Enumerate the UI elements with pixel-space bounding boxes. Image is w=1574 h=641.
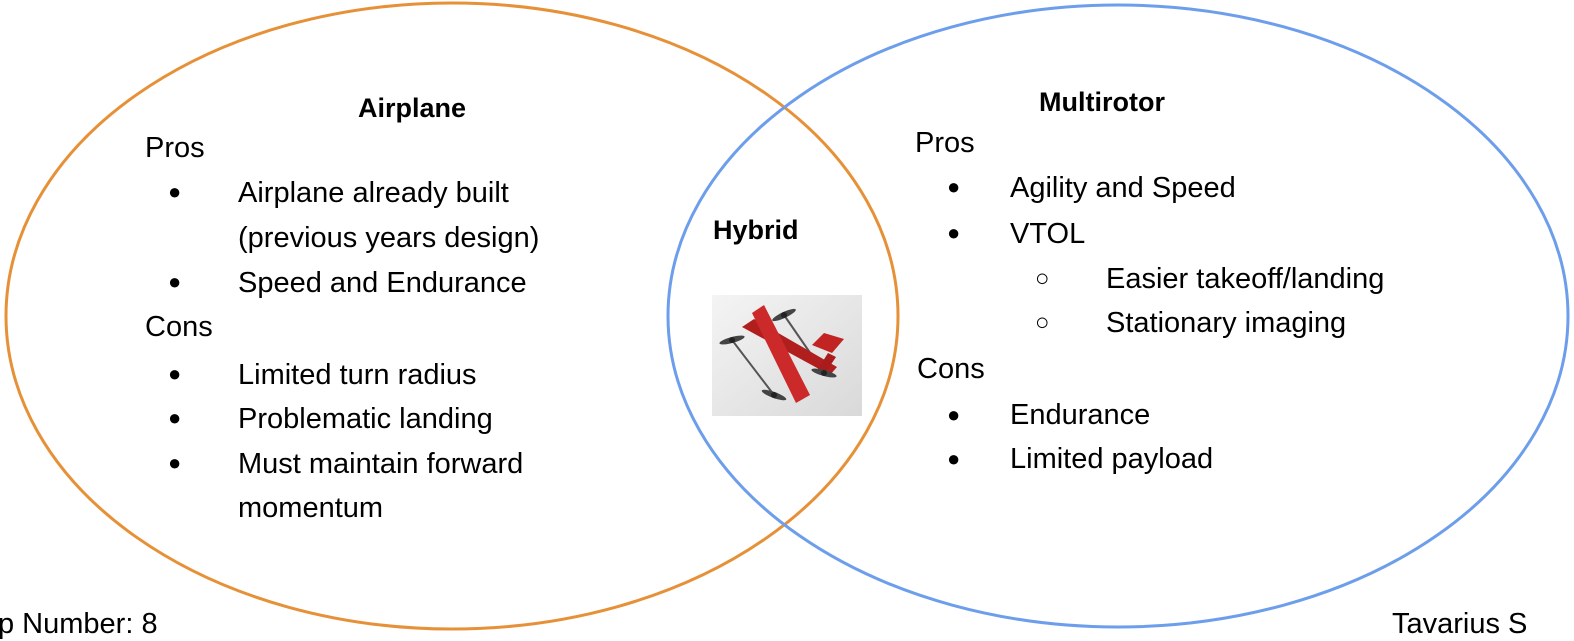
airplane-pros-label: Pros [145, 132, 205, 164]
vtol-sub-item: Stationary imaging [1106, 307, 1347, 339]
bullet-icon: ● [947, 446, 961, 471]
footer-author: Tavarius S [1392, 608, 1528, 640]
airplane-cons-label: Cons [145, 311, 213, 343]
airplane-con-item: Must maintain forward [238, 448, 524, 480]
sub-bullet-icon: ○ [1035, 265, 1050, 292]
airplane-title: Airplane [358, 93, 467, 123]
airplane-con-item: Limited turn radius [238, 359, 477, 391]
airplane-pro-item-continued: (previous years design) [238, 222, 540, 254]
multirotor-pro-item: VTOL [1010, 218, 1086, 250]
bullet-icon: ● [168, 179, 182, 204]
multirotor-pro-item: Agility and Speed [1010, 172, 1236, 204]
multirotor-cons-label: Cons [917, 353, 985, 385]
bullet-icon: ● [947, 402, 961, 427]
footer-group-number: p Number: 8 [0, 608, 158, 640]
bullet-icon: ● [947, 220, 961, 245]
airplane-con-item: Problematic landing [238, 403, 493, 435]
bullet-icon: ● [168, 450, 182, 475]
bullet-icon: ● [168, 405, 182, 430]
multirotor-circle [666, 3, 1570, 629]
multirotor-con-item: Endurance [1010, 399, 1151, 431]
multirotor-title: Multirotor [1039, 87, 1165, 117]
multirotor-con-item: Limited payload [1010, 443, 1214, 475]
hybrid-vtol-plane-icon [712, 295, 862, 416]
multirotor-pros-label: Pros [915, 127, 975, 159]
hybrid-title: Hybrid [713, 215, 799, 245]
airplane-con-item-continued: momentum [238, 492, 384, 524]
bullet-icon: ● [947, 174, 961, 199]
bullet-icon: ● [168, 269, 182, 294]
airplane-pro-item: Speed and Endurance [238, 267, 527, 299]
bullet-icon: ● [168, 361, 182, 386]
sub-bullet-icon: ○ [1035, 309, 1050, 336]
airplane-pro-item: Airplane already built [238, 177, 509, 209]
vtol-sub-item: Easier takeoff/landing [1106, 263, 1385, 295]
airplane-circle [4, 1, 900, 631]
